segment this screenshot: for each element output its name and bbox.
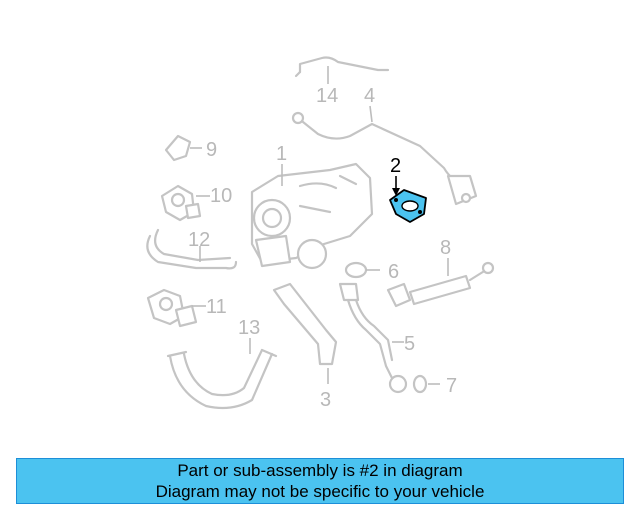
- caption-line-1: Part or sub-assembly is #2 in diagram: [177, 461, 463, 480]
- svg-text:8: 8: [440, 237, 451, 259]
- part-6-gasket: [344, 261, 380, 279]
- svg-text:3: 3: [320, 389, 331, 411]
- svg-text:5: 5: [404, 333, 415, 355]
- svg-text:4: 4: [364, 85, 375, 107]
- part-7-washer: [412, 374, 440, 394]
- svg-text:1: 1: [276, 143, 287, 165]
- part-9-sensor: [164, 134, 202, 162]
- callout-14: 14: [316, 66, 338, 107]
- part-1-turbocharger: [250, 162, 374, 270]
- callout-3: 3: [320, 389, 331, 411]
- callout-12: 12: [188, 229, 210, 251]
- callout-6: 6: [388, 261, 399, 283]
- svg-text:12: 12: [188, 229, 210, 251]
- callout-10: 10: [210, 185, 232, 207]
- callout-5: 5: [404, 333, 415, 355]
- part-12-hose: [146, 228, 238, 270]
- caption-line-2: Diagram may not be specific to your vehi…: [155, 482, 485, 501]
- svg-text:7: 7: [446, 375, 457, 397]
- svg-text:14: 14: [316, 85, 338, 107]
- callout-7: 7: [446, 375, 457, 397]
- svg-text:9: 9: [206, 139, 217, 161]
- svg-text:13: 13: [238, 317, 260, 339]
- callout-13: 13: [238, 317, 260, 339]
- part-2-gasket-highlighted: [389, 189, 427, 223]
- svg-text:11: 11: [206, 296, 227, 318]
- part-8-braided-line: [386, 258, 495, 308]
- part-13-hose: [166, 338, 278, 410]
- callout-8: 8: [440, 237, 451, 259]
- svg-text:6: 6: [388, 261, 399, 283]
- part-5-oil-line: [338, 282, 408, 394]
- callout-4: 4: [364, 85, 375, 123]
- svg-text:10: 10: [210, 185, 232, 207]
- svg-text:2: 2: [390, 155, 401, 177]
- callout-11: 11: [206, 296, 227, 318]
- parts-diagram: 14 4 9 10 1: [146, 56, 495, 411]
- callout-9: 9: [206, 139, 217, 161]
- callout-2: 2: [390, 155, 401, 196]
- part-3-bracket: [272, 282, 338, 384]
- caption-banner: Part or sub-assembly is #2 in diagram Di…: [16, 458, 624, 504]
- part-14-pipe: [294, 56, 390, 78]
- part-10-valve: [160, 184, 210, 222]
- part-11-valve: [146, 288, 206, 328]
- callout-1: 1: [276, 143, 287, 186]
- part-4-pipe: [291, 111, 478, 206]
